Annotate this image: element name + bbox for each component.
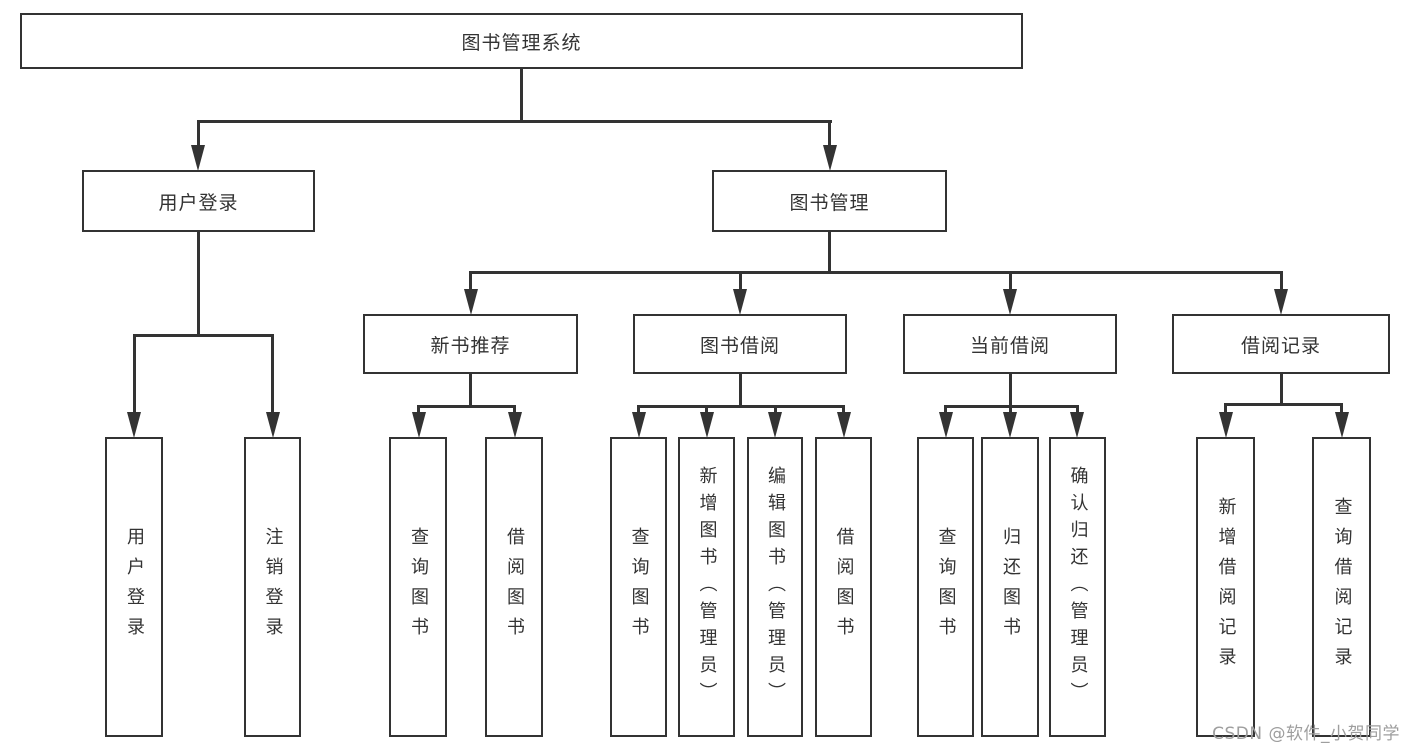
connector-drop: [417, 406, 420, 414]
node-book-management-label: 图书管理: [789, 191, 870, 214]
node-user-login-label: 用户登录: [158, 191, 239, 214]
node-new-book-recommend: 新书推荐: [363, 314, 578, 374]
node-book-borrowing: 图书借阅: [633, 314, 847, 374]
connector-drop: [1075, 406, 1079, 414]
arrow-down-icon: [699, 412, 714, 438]
connector-current-borrowing-stem: [1008, 374, 1012, 407]
leaf-add-borrow-record: 新增借阅记录: [1196, 437, 1255, 737]
leaf-query-books-current-label: 查询图书: [935, 527, 957, 647]
leaf-borrow-books-recommend: 借阅图书: [485, 437, 543, 737]
arrow-down-icon: [938, 412, 953, 438]
leaf-logout-label: 注销登录: [262, 527, 284, 647]
connector-drop: [637, 406, 640, 414]
connector-drop-borrowing-records: [1279, 272, 1283, 292]
arrow-down-icon: [836, 412, 851, 438]
connector-drop: [513, 406, 516, 414]
leaf-return-books: 归还图书: [981, 437, 1039, 737]
connector-drop: [1008, 406, 1012, 414]
arrow-down-icon: [768, 412, 782, 438]
leaf-borrow-books-borrowing-label: 借阅图书: [833, 527, 855, 647]
arrow-down-icon: [822, 145, 837, 171]
arrow-down-icon: [463, 289, 478, 315]
node-new-book-recommend-label: 新书推荐: [430, 334, 511, 357]
arrow-down-icon: [1218, 412, 1233, 438]
connector-drop: [1340, 404, 1343, 414]
node-borrowing-records: 借阅记录: [1172, 314, 1390, 374]
connector-borrowing-records-rail: [1224, 403, 1343, 406]
arrow-down-icon: [1003, 289, 1017, 315]
arrow-down-icon: [1070, 412, 1084, 438]
node-current-borrowing-label: 当前借阅: [969, 334, 1050, 357]
arrow-down-icon: [191, 145, 205, 171]
leaf-query-borrow-record-label: 查询借阅记录: [1331, 497, 1353, 677]
arrow-down-icon: [1003, 412, 1017, 438]
leaf-user-login-label: 用户登录: [124, 527, 145, 647]
leaf-query-books-borrowing: 查询图书: [610, 437, 667, 737]
leaf-query-borrow-record: 查询借阅记录: [1312, 437, 1371, 737]
connector-root-stem: [519, 69, 523, 121]
connector-drop: [944, 406, 947, 414]
node-root: 图书管理系统: [20, 13, 1023, 69]
connector-drop: [705, 406, 708, 414]
connector-drop: [842, 406, 845, 414]
connector-book-management-stem: [828, 232, 831, 273]
connector-book-borrowing-rail: [637, 405, 845, 408]
leaf-user-login: 用户登录: [105, 437, 163, 737]
leaf-edit-books-admin-label: 编辑图书（管理员）: [765, 465, 786, 709]
connector-drop-leaf-user-login: [132, 335, 136, 415]
leaf-add-books-admin-label: 新增图书（管理员）: [696, 465, 718, 709]
arrow-down-icon: [127, 412, 141, 438]
leaf-query-books-borrowing-label: 查询图书: [628, 527, 650, 647]
connector-drop-leaf-logout: [271, 335, 274, 415]
connector-drop: [773, 406, 777, 414]
connector-user-login-rail: [132, 334, 274, 337]
leaf-add-books-admin: 新增图书（管理员）: [678, 437, 735, 737]
connector-new-book-rail: [417, 405, 516, 408]
arrow-down-icon: [507, 412, 522, 438]
node-user-login: 用户登录: [82, 170, 315, 232]
connector-drop-new-book: [469, 272, 472, 292]
leaf-confirm-return-admin: 确认归还（管理员）: [1049, 437, 1106, 737]
connector-borrowing-records-stem: [1279, 374, 1283, 405]
connector-book-borrowing-stem: [738, 374, 742, 407]
connector-book-management-rail: [469, 271, 1283, 274]
connector-new-book-stem: [469, 374, 472, 407]
connector-drop-book-borrowing: [738, 272, 742, 292]
connector-drop: [1224, 404, 1227, 414]
leaf-logout: 注销登录: [244, 437, 301, 737]
node-borrowing-records-label: 借阅记录: [1240, 334, 1321, 357]
node-root-label: 图书管理系统: [461, 31, 582, 54]
leaf-confirm-return-admin-label: 确认归还（管理员）: [1067, 465, 1089, 709]
node-book-borrowing-label: 图书借阅: [699, 334, 780, 357]
leaf-edit-books-admin: 编辑图书（管理员）: [747, 437, 803, 737]
leaf-return-books-label: 归还图书: [1000, 527, 1021, 647]
connector-drop-book-management: [828, 120, 831, 148]
watermark-text: CSDN @软件_小贺同学: [1212, 724, 1400, 744]
leaf-query-books-recommend-label: 查询图书: [408, 527, 429, 647]
leaf-add-borrow-record-label: 新增借阅记录: [1215, 497, 1237, 677]
arrow-down-icon: [411, 412, 426, 438]
connector-drop-user-login: [196, 120, 200, 148]
leaf-borrow-books-recommend-label: 借阅图书: [504, 527, 525, 647]
connector-drop-current-borrowing: [1008, 272, 1012, 292]
arrow-down-icon: [265, 412, 280, 438]
connector-user-login-stem: [197, 232, 200, 336]
arrow-down-icon: [631, 412, 646, 438]
arrow-down-icon: [1274, 289, 1288, 315]
arrow-down-icon: [1334, 412, 1349, 438]
leaf-borrow-books-borrowing: 借阅图书: [815, 437, 872, 737]
leaf-query-books-current: 查询图书: [917, 437, 974, 737]
node-book-management: 图书管理: [712, 170, 947, 232]
leaf-query-books-recommend: 查询图书: [389, 437, 447, 737]
node-current-borrowing: 当前借阅: [903, 314, 1117, 374]
arrow-down-icon: [733, 289, 747, 315]
connector-root-rail: [196, 119, 832, 123]
